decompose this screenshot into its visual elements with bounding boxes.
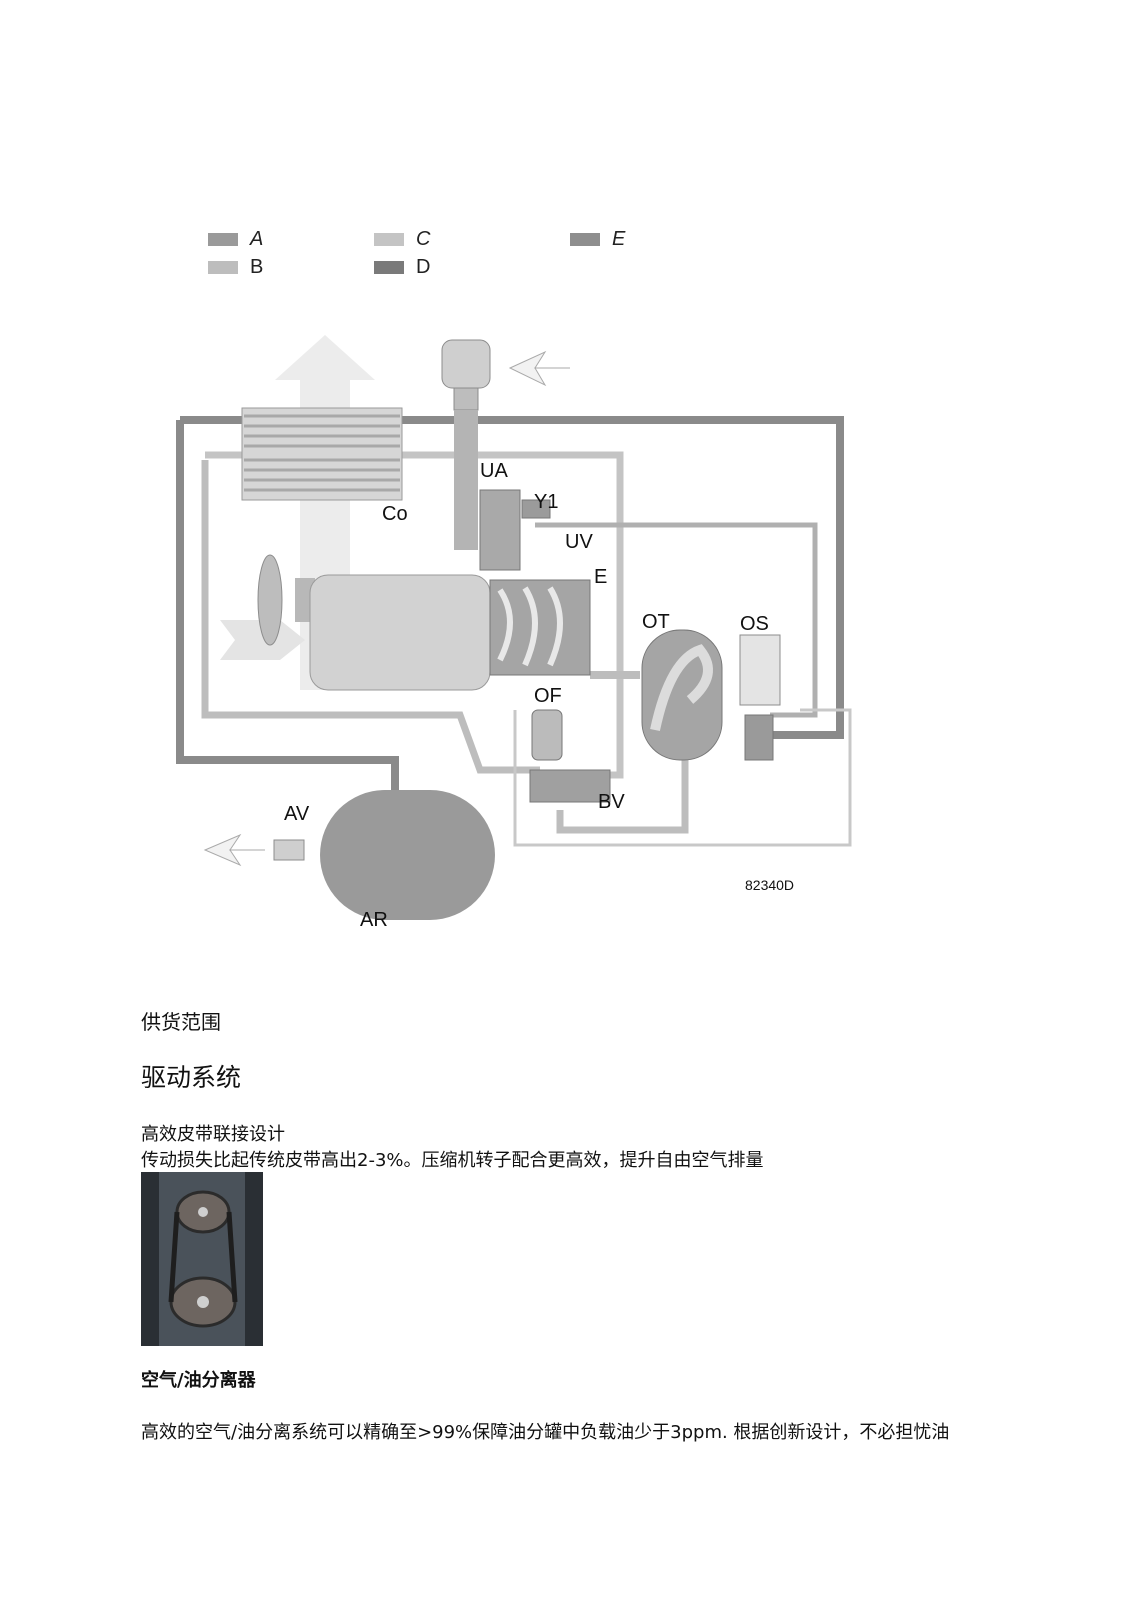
legend-label: C [416,228,431,250]
compressor-flow-diagram: UA Y1 Co UV E OT OS OF BV AV AR 82340D [176,335,852,931]
label-co: Co [382,503,408,525]
legend-label: E [612,228,626,250]
label-av: AV [284,803,310,825]
screw-rotors [497,586,563,667]
legend-item-a: A [208,228,263,251]
label-ua: UA [480,460,508,482]
unloader-valve [479,489,521,571]
legend-item-b: B [208,256,263,279]
legend-item-e: E [570,228,625,251]
air-receiver [320,790,495,920]
label-bv: BV [598,791,625,813]
intake-duct [454,410,478,550]
legend-item-c: C [374,228,430,251]
control-line [535,522,818,718]
min-pressure-valve [744,714,774,761]
drive-heading: 驱动系统 [141,1063,242,1092]
legend-swatch [208,233,238,246]
belt-drive-photo [141,1172,263,1346]
scavenge-line [513,708,852,847]
solenoid-valve [521,499,551,519]
air-filter [441,339,491,389]
scope-heading: 供货范围 [141,1010,221,1034]
legend-swatch [570,233,600,246]
legend-label: A [250,228,264,250]
label-os: OS [740,613,769,635]
legend-label: B [250,256,264,278]
label-ot: OT [642,611,670,633]
figure-code: 82340D [745,877,794,893]
legend-swatch [374,261,404,274]
label-e: E [594,566,607,588]
separator-description: 高效的空气/油分离系统可以精确至>99%保障油分罐中负载油少于3ppm. 根据创… [141,1422,950,1443]
motor [309,574,491,691]
cooler-fins [244,414,400,492]
oil-return-pipe [556,760,689,834]
legend-swatch [374,233,404,246]
label-of: OF [534,685,562,707]
outlet-air-arrow [203,833,265,867]
belt-title: 高效皮带联接设计 [141,1124,285,1145]
fan-blade [257,554,283,646]
diagram-legend: A B C D E [208,228,648,288]
legend-swatch [208,261,238,274]
oil-tank-swirl [650,644,713,732]
bypass-valve [529,769,611,803]
air-filter-neck [453,387,479,411]
label-y1: Y1 [534,491,558,513]
air-outlet-valve [273,839,305,861]
separator-heading: 空气/油分离器 [141,1370,256,1391]
legend-label: D [416,256,431,278]
intake-air-arrow [508,350,570,387]
legend-item-d: D [374,256,430,279]
oil-separator [739,634,781,706]
oil-pipe-left [176,420,399,805]
cooler-body [241,407,403,501]
oil-filter [531,709,563,761]
label-ar: AR [360,909,388,931]
label-uv: UV [565,531,593,553]
oil-tank [641,629,723,761]
oil-pipe-top-right [180,416,844,739]
air-pipe-inner [201,460,540,774]
cooling-air-inlet-arrow [220,620,305,660]
belt-description: 传动损失比起传统皮带高出2-3%。压缩机转子配合更高效，提升自由空气排量 [141,1150,764,1171]
